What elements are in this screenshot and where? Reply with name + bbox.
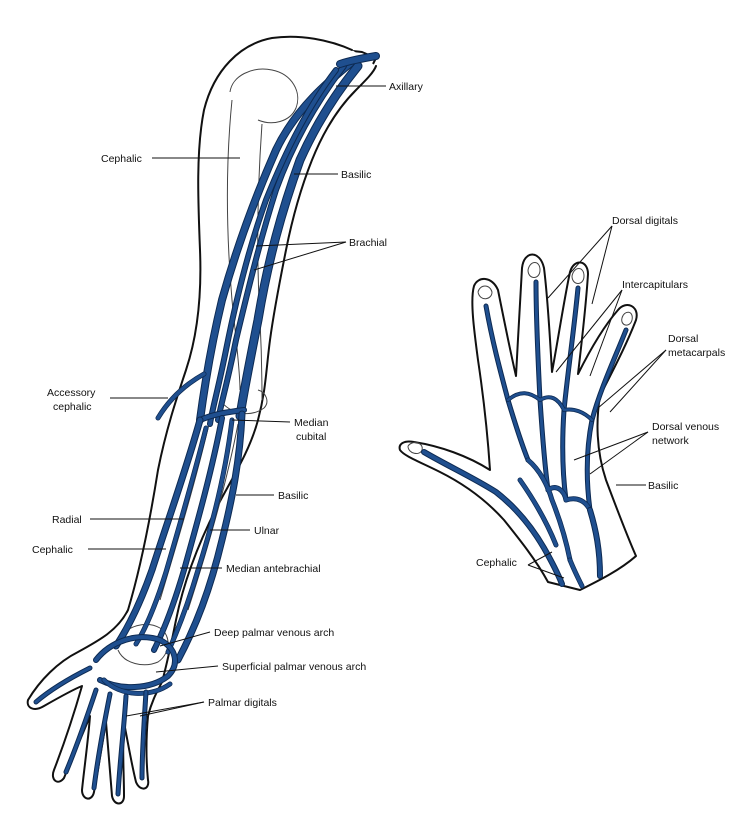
label-superficial-palmar-arch: Superficial palmar venous arch: [222, 661, 366, 673]
label-median-antebrachial: Median antebrachial: [226, 563, 321, 575]
hand-drawing: Dorsal digitals Intercapitulars Dorsal m…: [400, 215, 726, 590]
label-dorsal-metacarpals-1: Dorsal: [668, 333, 698, 345]
label-basilic-hand: Basilic: [648, 480, 678, 492]
label-dorsal-metacarpals-2: metacarpals: [668, 347, 725, 359]
label-basilic-forearm: Basilic: [278, 490, 308, 502]
label-basilic-upper: Basilic: [341, 169, 371, 181]
hand-outline: [400, 255, 637, 591]
label-accessory-cephalic-1: Accessory: [47, 387, 96, 399]
label-intercapitulars: Intercapitulars: [622, 279, 688, 291]
label-axillary: Axillary: [389, 81, 424, 93]
label-brachial: Brachial: [349, 237, 387, 249]
label-dorsal-venous-network-2: network: [652, 435, 690, 447]
label-accessory-cephalic-2: cephalic: [53, 401, 92, 413]
label-median-cubital-2: cubital: [296, 431, 326, 443]
arm-drawing: Axillary Cephalic Basilic Brachial Acces…: [28, 37, 424, 804]
label-dorsal-venous-network-1: Dorsal venous: [652, 421, 719, 433]
label-dorsal-digitals: Dorsal digitals: [612, 215, 678, 227]
label-deep-palmar-arch: Deep palmar venous arch: [214, 627, 334, 639]
label-median-cubital-1: Median: [294, 417, 329, 429]
label-radial: Radial: [52, 514, 82, 526]
label-ulnar: Ulnar: [254, 525, 280, 537]
label-palmar-digitals: Palmar digitals: [208, 697, 277, 709]
label-cephalic-hand: Cephalic: [476, 557, 517, 569]
label-cephalic-upper: Cephalic: [101, 153, 142, 165]
label-cephalic-forearm: Cephalic: [32, 544, 73, 556]
